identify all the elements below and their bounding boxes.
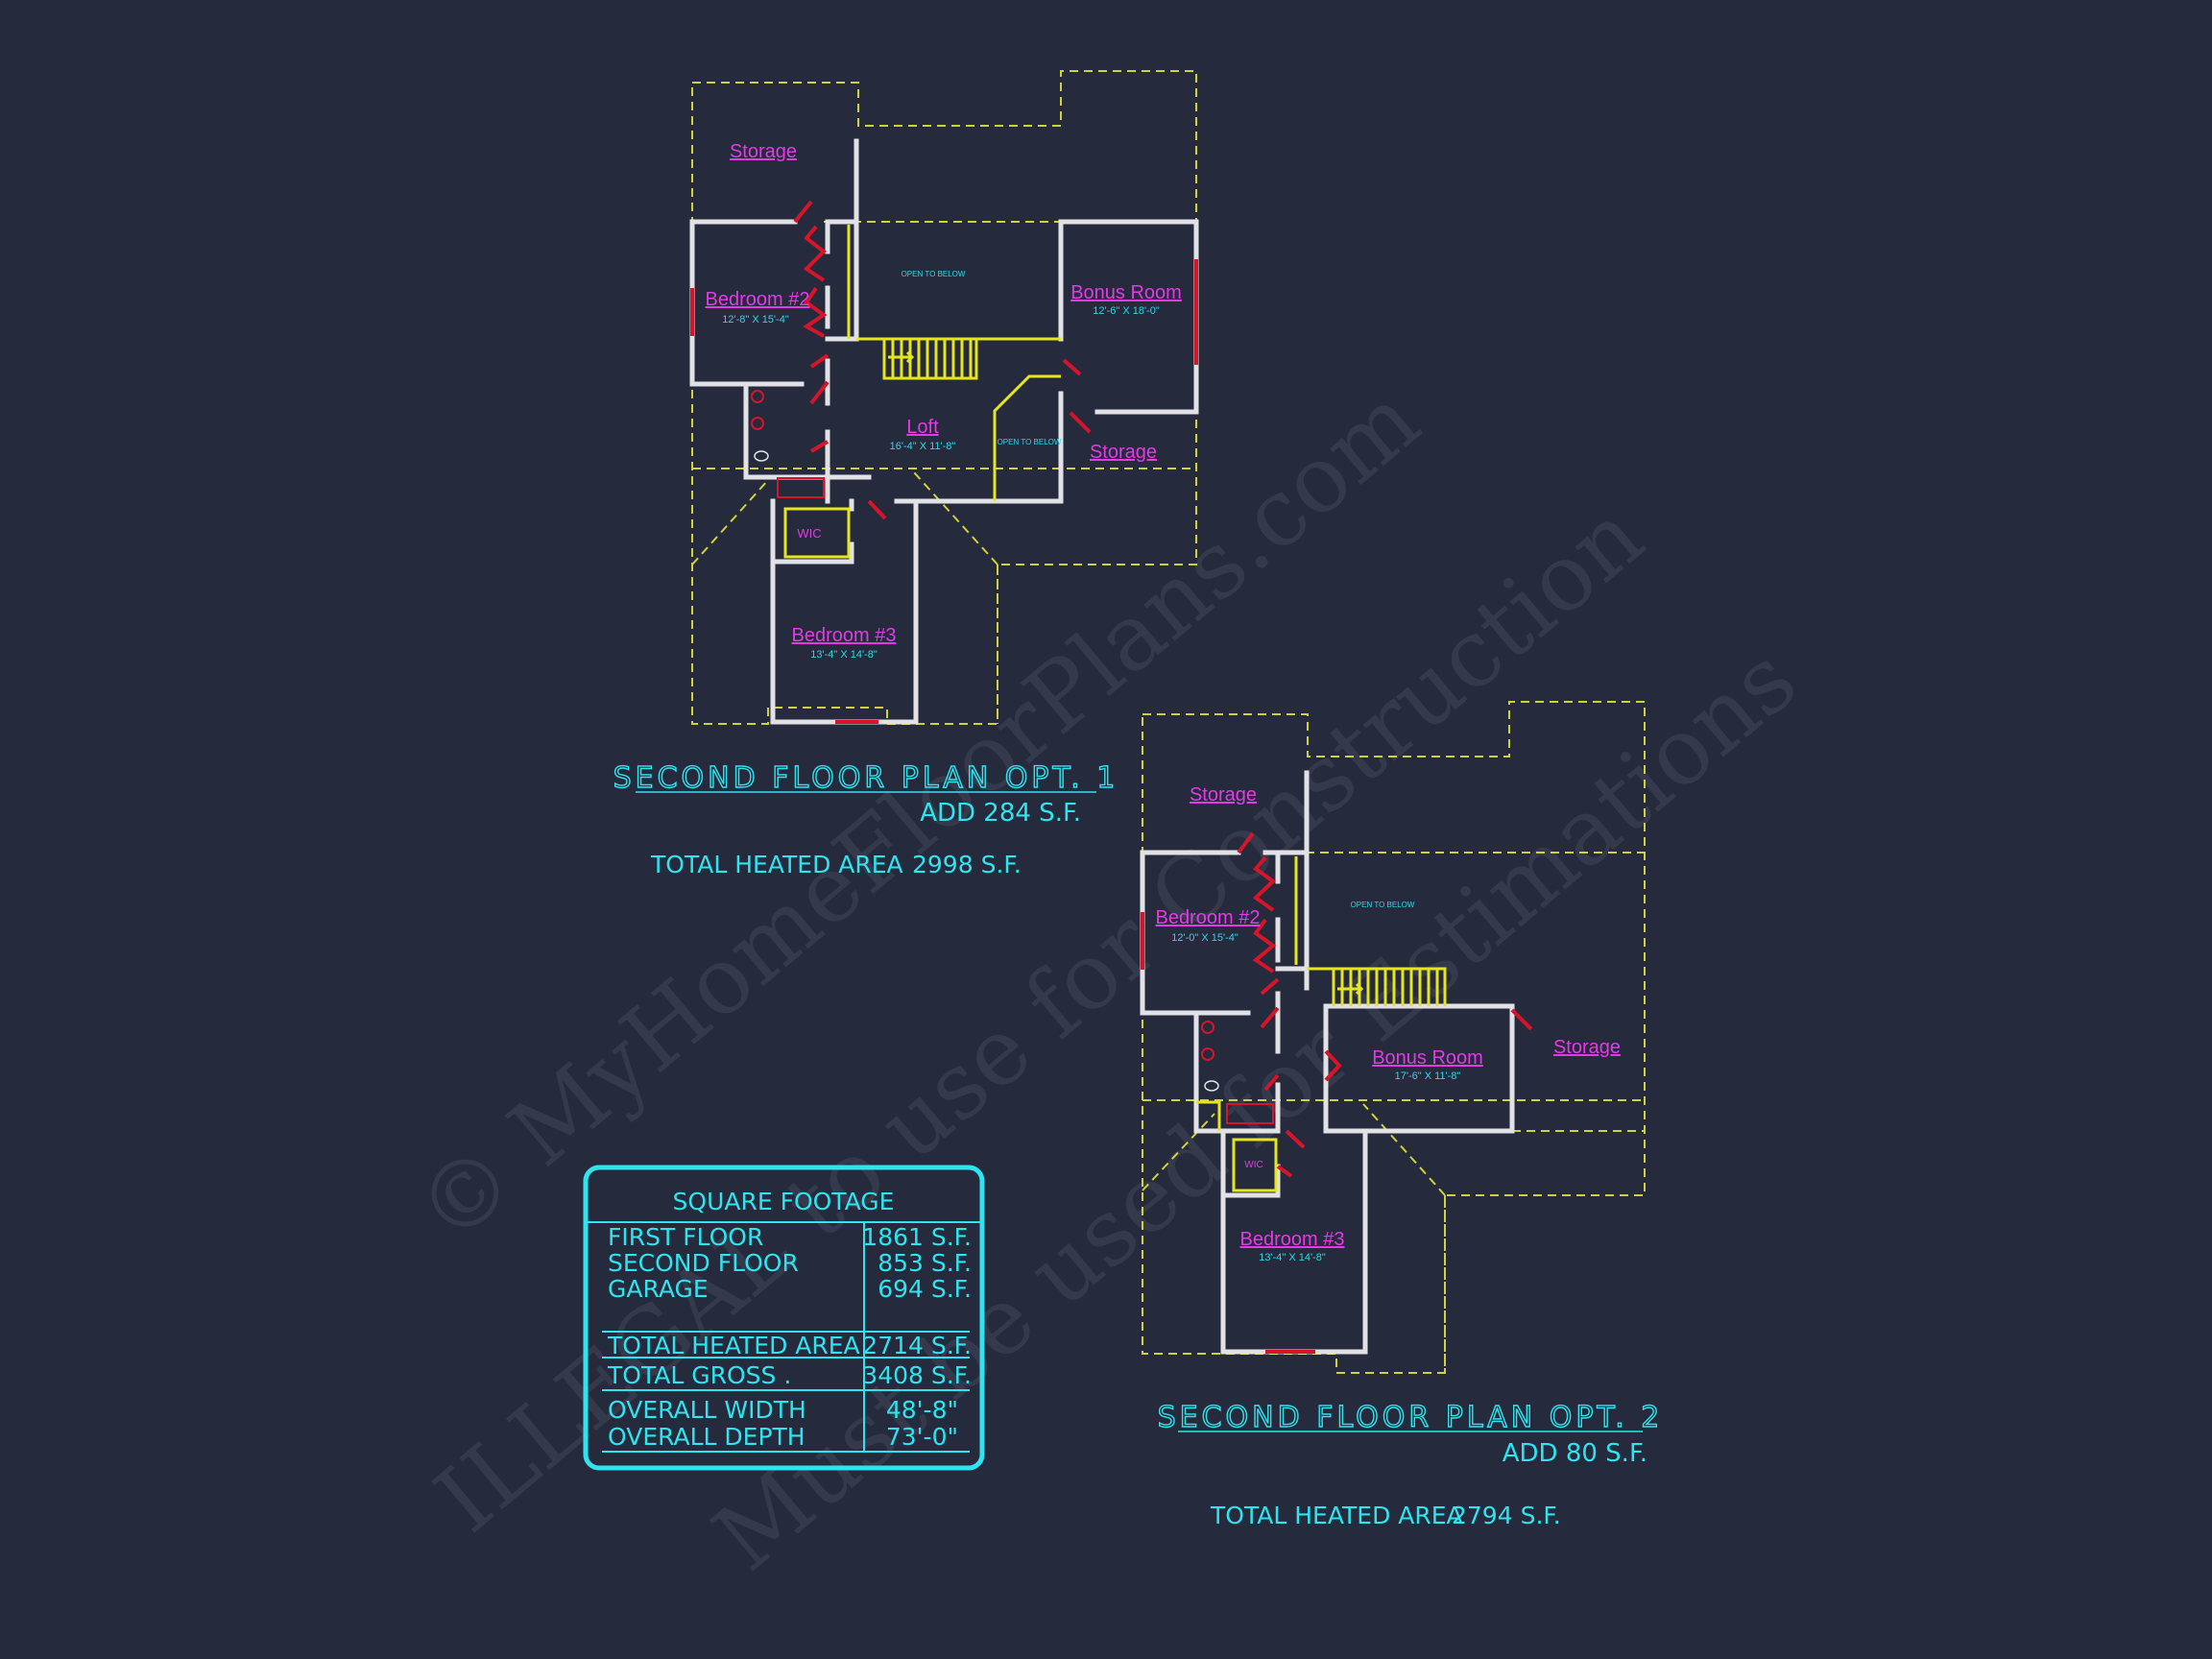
room-dimension: 12'-8" X 15'-4" [722,314,789,325]
square-footage-table: SQUARE FOOTAGE FIRST FLOOR 1861 S.F. SEC… [583,1165,985,1471]
room-dimension: 13'-4" X 14'-8" [1259,1252,1326,1263]
room-label-loft: Loft [906,417,939,438]
doors [1141,831,1533,1354]
stairs [1196,856,1447,1192]
room-label-storage: Storage [1190,784,1257,805]
room-label-bonus-room: Bonus Room [1070,282,1182,303]
room-label-storage: Storage [730,141,797,162]
room-label-bedroom-3: Bedroom #3 [1240,1229,1345,1250]
room-label-bedroom-2: Bedroom #2 [706,289,810,310]
walls [1140,770,1515,1355]
room-label-wic: WIC [797,526,821,541]
doors [690,200,1198,724]
total-heated-area-value: 2998 S.F. [912,851,1022,878]
fixtures [751,390,769,462]
table-row-label: GARAGE [608,1275,709,1303]
table-row-value: 3408 S.F. [862,1361,972,1389]
room-label-bonus-room: Bonus Room [1372,1047,1483,1069]
room-dimension: 12'-6" X 18'-0" [1093,305,1160,317]
room-dimension: 16'-4" X 11'-8" [890,441,956,452]
room-dimension: 13'-4" X 14'-8" [810,649,878,661]
room-dimension: 12'-0" X 15'-4" [1171,932,1238,944]
table-row-value: 48'-8" [886,1396,958,1424]
plan-title: SECOND FLOOR PLAN OPT. 1 [613,761,1119,795]
table-row-label: FIRST FLOOR [608,1223,763,1251]
table-row-value: 2714 S.F. [862,1332,972,1359]
open-to-below-label: OPEN TO BELOW [998,438,1062,446]
roof-outline [691,70,1197,725]
table-row-value: 853 S.F. [878,1249,972,1277]
room-dimension: 17'-6" X 11'-8" [1395,1070,1461,1082]
added-area: ADD 284 S.F. [920,799,1081,828]
table-title: SQUARE FOOTAGE [673,1188,895,1215]
table-row-value: 694 S.F. [878,1275,972,1303]
room-label-bedroom-3: Bedroom #3 [792,625,897,646]
added-area: ADD 80 S.F. [1503,1439,1647,1468]
room-label-bedroom-2: Bedroom #2 [1156,907,1261,928]
room-label-wic: WIC [1244,1160,1262,1170]
room-label-storage: Storage [1553,1037,1621,1058]
stairs [783,225,1061,559]
second-floor-plan-option-1: Storage Bedroom #2 12'-8" X 15'-4" OPEN … [613,70,1199,878]
total-heated-area-label: TOTAL HEATED AREA [1210,1502,1463,1529]
second-floor-plan-option-2: Storage Bedroom #2 12'-0" X 15'-4" OPEN … [1140,701,1664,1529]
total-heated-area-value: 2794 S.F. [1452,1502,1561,1529]
table-row-label: OVERALL WIDTH [608,1396,806,1424]
plan-title: SECOND FLOOR PLAN OPT. 2 [1158,1401,1664,1434]
fixtures [1201,1021,1219,1092]
open-to-below-label: OPEN TO BELOW [902,270,966,278]
table-row-value: 73'-0" [886,1423,958,1451]
table-row-label: SECOND FLOOR [608,1249,799,1277]
table-row-label: OVERALL DEPTH [608,1423,805,1451]
table-row-value: 1861 S.F. [862,1223,972,1251]
table-row-label: TOTAL GROSS . [607,1361,791,1389]
total-heated-area-label: TOTAL HEATED AREA [650,851,903,878]
table-row-label: TOTAL HEATED AREA [607,1332,860,1359]
room-label-storage: Storage [1090,442,1157,463]
open-to-below-label: OPEN TO BELOW [1351,901,1415,909]
